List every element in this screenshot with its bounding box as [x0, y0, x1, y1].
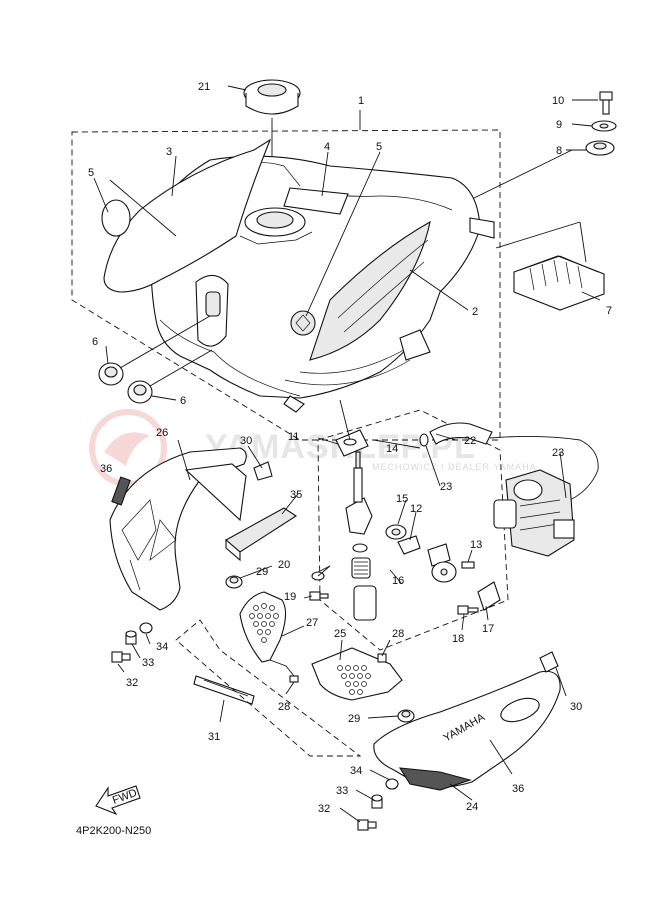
callout-27: 27 [306, 617, 318, 629]
callout-28b: 28 [392, 628, 404, 640]
grommet-6b [127, 349, 213, 404]
callout-30a: 30 [240, 435, 252, 447]
callout-8: 8 [556, 145, 562, 157]
callout-1: 1 [358, 95, 364, 107]
carburetor [493, 469, 575, 557]
callout-4: 4 [324, 141, 330, 153]
callout-34a: 34 [156, 641, 168, 653]
grommet-29a [225, 575, 243, 589]
side-cover-right: YAMAHA [373, 651, 561, 791]
callout-13: 13 [470, 539, 482, 551]
callout-32b: 32 [318, 803, 330, 815]
callout-7: 7 [606, 305, 612, 317]
callout-21: 21 [198, 81, 210, 93]
callout-33a: 33 [142, 657, 154, 669]
callout-36b: 36 [512, 783, 524, 795]
fwd-arrow-icon: FWD [95, 785, 141, 816]
callout-2: 2 [472, 306, 478, 318]
callout-10: 10 [552, 95, 564, 107]
callout-16: 16 [392, 575, 404, 587]
side-cover-left [109, 447, 247, 611]
mesh-pattern [249, 603, 279, 643]
bracket-25 [311, 647, 403, 701]
fastener-stack-left [111, 622, 153, 663]
callout-26: 26 [156, 427, 168, 439]
bolt-10 [572, 91, 613, 115]
leader-lines [93, 151, 567, 823]
callout-35: 35 [290, 489, 302, 501]
callout-34b: 34 [350, 765, 362, 777]
mesh-pattern-2 [337, 665, 371, 695]
callout-20: 20 [278, 559, 290, 571]
callout-28a: 28 [278, 701, 290, 713]
callout-25: 25 [334, 628, 346, 640]
callout-17: 17 [482, 623, 494, 635]
damper-7 [495, 221, 605, 311]
callout-3: 3 [166, 146, 172, 158]
fastener-stack-right [357, 778, 399, 831]
rail-31 [175, 619, 362, 757]
callout-22: 22 [464, 435, 476, 447]
tank-assembly-boundary [71, 110, 573, 441]
tank-side-cover [101, 138, 272, 293]
watermark-tagline: MECHOWICZ I DEALER YAMAHA [372, 462, 537, 472]
callout-29b: 29 [348, 713, 360, 725]
grommet-29b [397, 709, 415, 723]
callout-32a: 32 [126, 677, 138, 689]
clip-30a [253, 461, 273, 481]
callout-15: 15 [396, 493, 408, 505]
grommet-6a [98, 315, 211, 386]
diagram-code: 4P2K200-N250 [76, 825, 151, 837]
callout-23a: 23 [440, 481, 452, 493]
callout-36a: 36 [100, 463, 112, 475]
callouts: 1 2 3 4 5 5 6 6 7 8 9 10 11 12 13 14 15 … [88, 81, 612, 815]
callout-14: 14 [386, 443, 398, 455]
callout-33b: 33 [336, 785, 348, 797]
bracket-27 [239, 591, 299, 683]
callout-6b: 6 [180, 395, 186, 407]
callout-9: 9 [556, 119, 562, 131]
callout-29a: 29 [256, 566, 268, 578]
callout-24: 24 [466, 801, 478, 813]
callout-30b: 30 [570, 701, 582, 713]
callout-19: 19 [284, 591, 296, 603]
damper-8 [566, 140, 615, 156]
callout-11: 11 [288, 431, 299, 443]
callout-23b: 23 [552, 447, 564, 459]
callout-12: 12 [410, 503, 422, 515]
rubber-35 [225, 507, 298, 562]
fuel-cock [309, 399, 501, 621]
callout-5b: 5 [376, 141, 382, 153]
callout-18: 18 [452, 633, 464, 645]
callout-31: 31 [208, 731, 220, 743]
callout-6a: 6 [92, 336, 98, 348]
washer-9 [571, 120, 617, 132]
callout-5a: 5 [88, 167, 94, 179]
